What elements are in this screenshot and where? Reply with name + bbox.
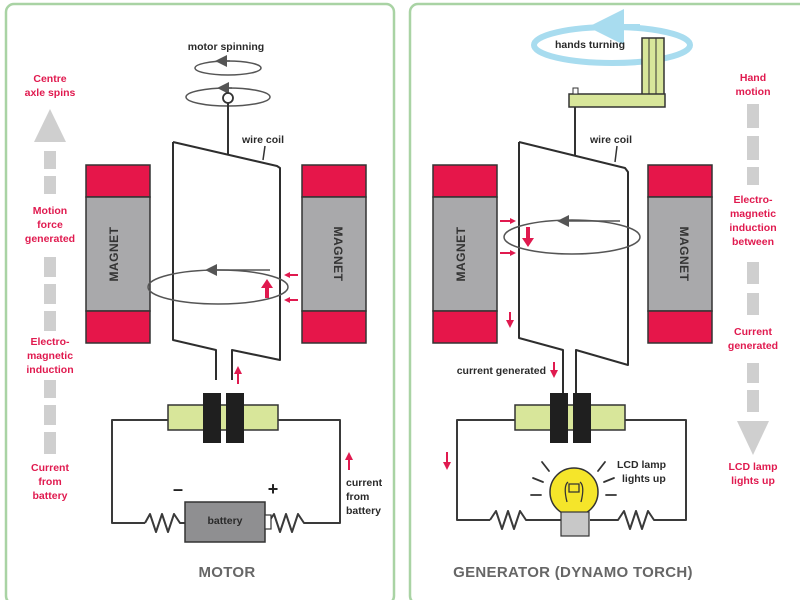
motor-step-1-line-1: Centre	[33, 73, 66, 85]
generator-flow-arrowhead-down	[737, 421, 769, 455]
hand-swirl-icon	[531, 9, 693, 66]
motor-axle	[222, 92, 234, 155]
hands-turning-label: hands turning	[555, 39, 625, 51]
generator-resistor-left	[489, 510, 562, 530]
generator-magnet-left-label: MAGNET	[454, 226, 468, 281]
generator-wire-coil	[518, 141, 629, 395]
generator-wire-coil-pointer	[614, 145, 618, 163]
motor-resistor-right	[267, 513, 313, 533]
motor-battery: battery	[184, 501, 272, 543]
motor-spinning-label: motor spinning	[188, 41, 264, 53]
motor-coil-rotation-icon	[147, 264, 289, 305]
motor-step-2-line-3: generated	[25, 233, 75, 245]
motor-circuit-wire	[111, 419, 341, 524]
motor-commutator	[167, 393, 279, 443]
motor-step-2-line-2: force	[37, 219, 63, 231]
generator-step-1-line-1: Hand	[740, 72, 766, 84]
motor-magnet-left-label: MAGNET	[107, 226, 121, 281]
motor-battery-label: battery	[207, 515, 242, 527]
generator-wire-coil-label: wire coil	[589, 134, 632, 146]
motor-resistor-left	[144, 513, 186, 533]
motor-step-4-line-3: battery	[32, 490, 67, 502]
current-generated-label: current generated	[457, 365, 546, 377]
generator-step-4-line-2: lights up	[731, 475, 775, 487]
motor-current-arrow	[345, 452, 353, 470]
generator-step-3-line-1: Current	[734, 326, 772, 338]
lamp-label-2: lights up	[622, 473, 666, 485]
generator-step-2-line-1: Electro-	[733, 194, 773, 206]
generator-coil-rotation-icon	[503, 215, 641, 255]
motor-panel: motor spinning wire coil MAGNET MAGNET	[4, 2, 396, 600]
motor-magnet-right-label: MAGNET	[331, 227, 345, 282]
generator-crank-handle	[568, 37, 666, 155]
generator-panel: hands turning wire coil MAGNET MAGNET	[408, 2, 800, 600]
generator-step-4-line-1: LCD lamp	[728, 461, 777, 473]
generator-title: GENERATOR (DYNAMO TORCH)	[453, 564, 693, 581]
motor-flow-arrowhead-up	[34, 109, 66, 142]
generator-resistor-right	[590, 510, 660, 530]
generator-step-2-line-3: induction	[729, 222, 776, 234]
motor-step-3-line-3: induction	[26, 364, 73, 376]
motor-magnet-left: MAGNET	[85, 164, 151, 344]
motor-title: MOTOR	[198, 564, 255, 581]
generator-induction-arrows	[443, 218, 558, 470]
motor-step-2-line-1: Motion	[33, 205, 67, 217]
generator-step-1-line-2: motion	[736, 86, 771, 98]
lamp-label-1: LCD lamp	[617, 459, 666, 471]
motor-step-4-line-2: from	[38, 476, 61, 488]
motor-wire-coil	[172, 141, 281, 380]
motor-force-arrows	[234, 272, 298, 384]
generator-magnet-right: MAGNET	[647, 164, 713, 344]
generator-circuit-wire	[456, 419, 687, 521]
motor-current-note-2: from	[346, 491, 369, 503]
battery-minus-sign: –	[173, 479, 183, 499]
generator-side-flow: Hand motion Electro- magnetic induction …	[728, 72, 778, 487]
motor-step-4-line-1: Current	[31, 462, 69, 474]
generator-magnet-left: MAGNET	[432, 164, 498, 344]
motor-current-note-1: current	[346, 477, 383, 489]
motor-wire-coil-label: wire coil	[241, 134, 284, 146]
motor-step-3-line-1: Electro-	[30, 336, 70, 348]
motor-side-flow: Centre axle spins Motion force generated…	[25, 73, 76, 502]
lcd-lamp-icon	[530, 461, 617, 537]
generator-step-2-line-4: between	[732, 236, 774, 248]
generator-commutator	[514, 393, 626, 443]
motor-magnet-right: MAGNET	[301, 164, 367, 344]
motor-step-1-line-2: axle spins	[25, 87, 76, 99]
motor-current-note-3: battery	[346, 505, 381, 517]
battery-plus-sign: +	[268, 479, 279, 499]
motor-step-3-line-2: magnetic	[27, 350, 73, 362]
generator-step-3-line-2: generated	[728, 340, 778, 352]
generator-magnet-right-label: MAGNET	[677, 227, 691, 282]
generator-step-2-line-2: magnetic	[730, 208, 776, 220]
motor-wire-coil-pointer	[262, 145, 266, 161]
